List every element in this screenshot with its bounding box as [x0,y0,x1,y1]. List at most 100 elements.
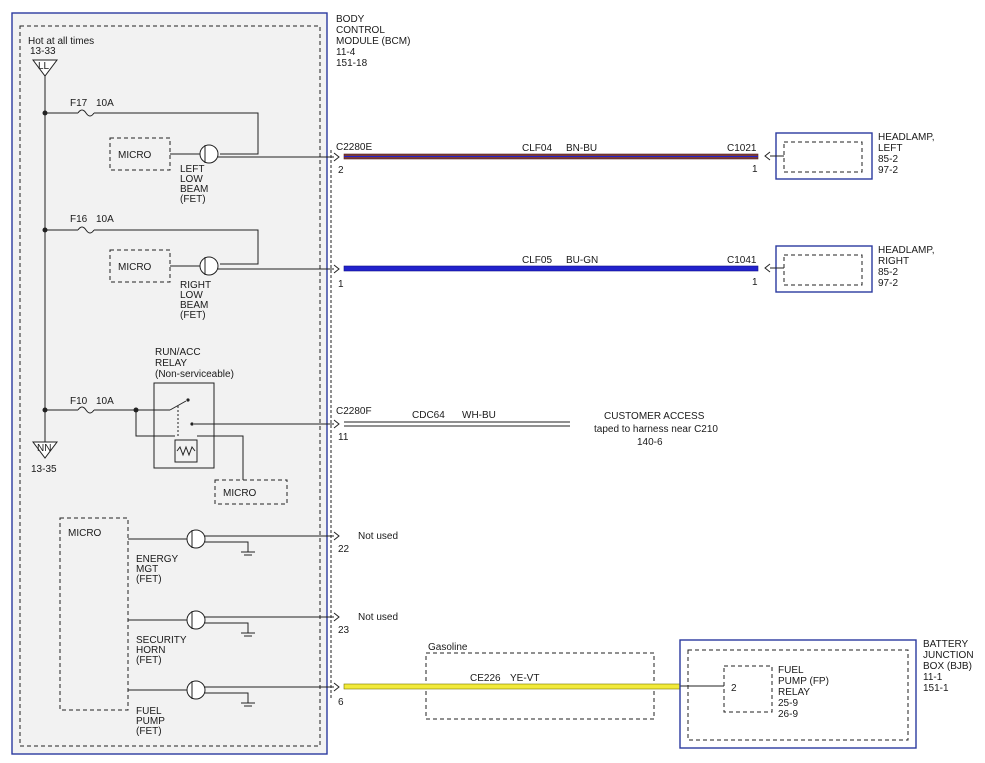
gasoline-label: Gasoline [428,642,468,653]
bus-nn-label: NN [37,443,51,454]
fuel-fet-symbol [186,680,206,700]
ce226-color: YE-VT [510,673,539,684]
customer-access-3: 140-6 [637,437,663,448]
clf04-circuit: CLF04 [522,143,552,154]
bcm-title-2: CONTROL [336,25,385,36]
left-low-beam-4: (FET) [180,194,206,205]
pin-23: 23 [338,625,350,636]
connector-arrow-clf04 [333,152,340,162]
horn-fet-symbol [186,610,206,630]
fuel-pump-fet-3: (FET) [136,726,162,737]
energy-mgt-3: (FET) [136,574,162,585]
connector-arrow-c1041 [764,263,771,273]
f17-wire-b [94,112,259,155]
bcm-title-1: BODY [336,14,365,25]
left-low-beam-2: LOW [180,174,203,185]
fuel-fet-ground-lead [205,692,249,703]
fuse-f10-symbol [77,406,95,414]
clf05-circuit: CLF05 [522,255,552,266]
fuse-f16-symbol [77,226,95,234]
left-low-beam-3: BEAM [180,184,208,195]
left-fet-symbol [199,144,219,164]
right-low-beam-1: RIGHT [180,280,211,291]
bcm-inner-dashed [19,25,321,747]
wire-clf05 [343,265,759,272]
micro-label-lower: MICRO [68,528,102,539]
energy-fet-symbol [186,529,206,549]
customer-access-2: taped to harness near C210 [594,424,718,435]
not-used-23: Not used [358,612,398,623]
headlamp-right-2: RIGHT [878,256,909,267]
connector-arrow-22 [333,531,340,541]
micro-label-right: MICRO [118,262,152,273]
fp-relay-box [723,665,773,713]
fuse-f17-symbol [77,109,95,117]
pin-11: 11 [338,432,349,443]
connector-c1041: C1041 [727,255,757,266]
micro-label-relay: MICRO [223,488,257,499]
fuel-pump-fet-2: PUMP [136,716,165,727]
bjb-5: 151-1 [923,683,949,694]
bjb-inner [687,649,909,741]
relay-coil-feed [135,410,175,437]
security-horn-3: (FET) [136,655,162,666]
micro-box-lower [59,517,129,711]
headlamp-right-box [775,245,873,293]
relay-box [153,382,215,469]
bus-ll-label: LL [38,61,50,72]
connector-arrow-clf05 [333,264,340,274]
connector-arrow-ce226 [333,682,340,692]
bjb-3: BOX (BJB) [923,661,972,672]
headlamp-right-4: 97-2 [878,278,898,289]
bjb-4: 11-1 [923,672,943,683]
headlamp-left-4: 97-2 [878,165,898,176]
connector-c1021: C1021 [727,143,757,154]
security-horn-1: SECURITY [136,635,187,646]
connector-c2280e: C2280E [336,142,372,153]
pin-22: 22 [338,544,350,555]
clf05-color: BU-GN [566,255,598,266]
bjb-2: JUNCTION [923,650,974,661]
headlamp-right-1: HEADLAMP, [878,245,935,256]
pin-2: 2 [338,165,344,176]
security-horn-2: HORN [136,645,165,656]
relay-switch-arm [169,400,187,411]
fuse-f17-rating: 10A [96,98,114,109]
fp-relay-5: 26-9 [778,709,798,720]
right-low-beam-2: LOW [180,290,203,301]
horn-fet-ground-lead [205,622,249,633]
bcm-title-3: MODULE (BCM) [336,36,410,47]
pin-1-right: 1 [752,277,758,288]
right-low-beam-3: BEAM [180,300,208,311]
headlamp-left-1: HEADLAMP, [878,132,935,143]
pin-1-bcm: 1 [338,279,344,290]
cdc64-color: WH-BU [462,410,496,421]
relay-coil-return [197,435,244,480]
bcm-title-4: 11-4 [336,47,356,58]
left-low-beam-1: LEFT [180,164,204,175]
bjb-1: BATTERY [923,639,969,650]
bus-nn-symbol [32,441,58,459]
hot-at-all-times-label: Hot at all times [28,36,94,47]
fuse-f16-rating: 10A [96,214,114,225]
micro-box-left [109,137,171,171]
relay-contact-2 [190,422,194,426]
fuse-f10-name: F10 [70,396,88,407]
clf04-color: BN-BU [566,143,597,154]
relay-coil-zigzag [176,445,196,457]
relay-label-2: RELAY [155,358,187,369]
fuse-f17-name: F17 [70,98,88,109]
headlamp-right-3: 85-2 [878,267,898,278]
connector-arrow-cdc64 [333,419,340,429]
micro-box-relay [214,479,288,505]
connector-arrow-23 [333,612,340,622]
fuse-f16-name: F16 [70,214,88,225]
connector-c2280f: C2280F [336,406,372,417]
wire-ce226 [343,683,681,690]
micro-label-left: MICRO [118,150,152,161]
bcm-title-5: 151-18 [336,58,368,69]
relay-label-3: (Non-serviceable) [155,369,234,380]
fp-relay-1: FUEL [778,665,804,676]
hot-ref-label: 13-33 [30,46,56,57]
pin-6: 6 [338,697,344,708]
